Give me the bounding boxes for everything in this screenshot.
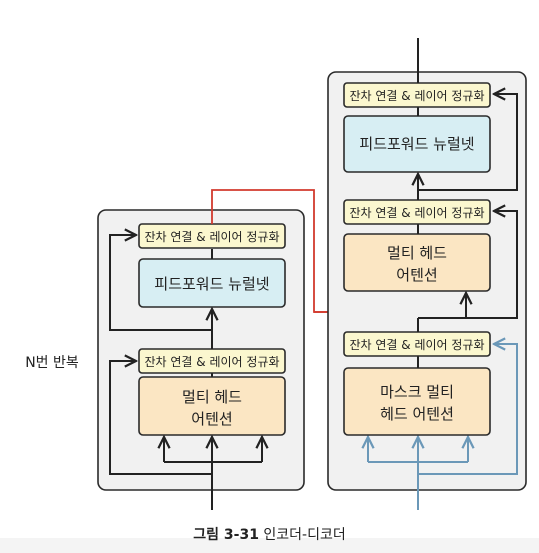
encoder-attention-label-1: 멀티 헤드 <box>182 388 242 406</box>
encoder-attention-label-2: 어텐션 <box>191 410 232 428</box>
decoder-cross-attention-label-1: 멀티 헤드 <box>387 244 447 262</box>
figure-caption: 그림 3-31 인코더-디코더 <box>0 524 539 544</box>
encoder-norm-bottom-label: 잔차 연결 & 레이어 정규화 <box>144 355 279 369</box>
encoder-decoder-diagram: N번 반복 멀티 헤드 어텐션 잔차 연결 & 레이어 정규화 피드포워드 뉴럴… <box>25 38 527 510</box>
decoder-cross-attention-label-2: 어텐션 <box>396 266 437 284</box>
decoder-norm-mid-label: 잔차 연결 & 레이어 정규화 <box>349 206 484 220</box>
figure-number: 그림 3-31 <box>193 527 259 543</box>
decoder-residual-bottom <box>418 344 518 475</box>
encoder-attention-box <box>138 376 286 436</box>
encoder-norm-top-label: 잔차 연결 & 레이어 정규화 <box>144 230 279 244</box>
decoder-norm-bottom-label: 잔차 연결 & 레이어 정규화 <box>349 338 484 352</box>
decoder-norm-top-label: 잔차 연결 & 레이어 정규화 <box>349 89 484 103</box>
encoder-residual-bottom <box>109 361 212 475</box>
decoder-masked-attention-box <box>343 367 491 436</box>
figure-title: 인코더-디코더 <box>263 527 346 543</box>
caption-bar <box>0 538 539 553</box>
encoder-ffn-label: 피드포워드 뉴럴넷 <box>154 275 269 293</box>
decoder-residual-mid <box>466 211 518 319</box>
decoder-residual-top <box>418 94 518 191</box>
encoder-residual-top <box>109 235 212 331</box>
encoder-repeat-label: N번 반복 <box>25 355 79 371</box>
decoder-masked-attention-label-2: 헤드 어텐션 <box>380 405 454 423</box>
decoder-masked-attention-label-1: 마스크 멀티 <box>380 383 454 401</box>
decoder-ffn-label: 피드포워드 뉴럴넷 <box>359 135 474 153</box>
